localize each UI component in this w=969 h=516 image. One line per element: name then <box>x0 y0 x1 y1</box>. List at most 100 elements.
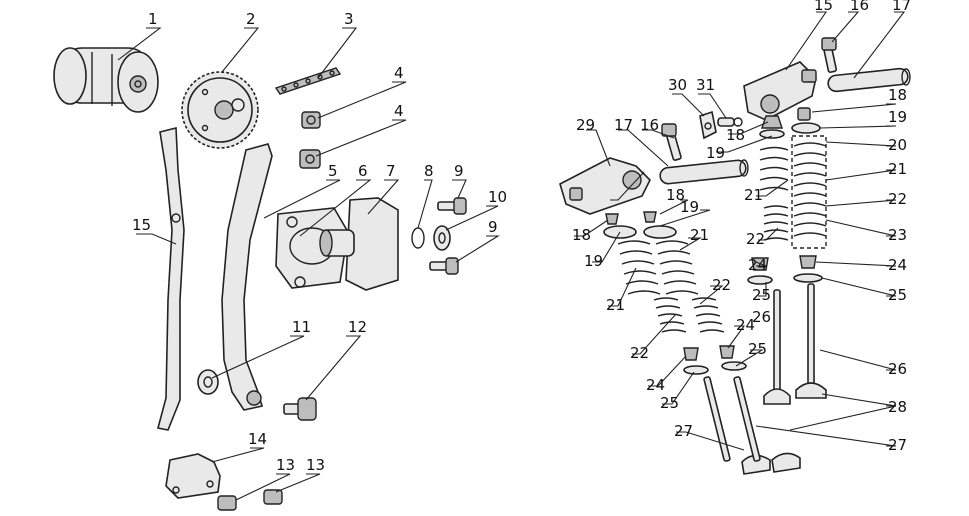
inner-spring-lower-a <box>653 297 687 333</box>
callout-r22d: 22 <box>630 344 649 362</box>
callout-4a: 4 <box>394 64 404 82</box>
callout-r21c: 21 <box>690 226 709 244</box>
callout-r19d: 19 <box>584 252 603 270</box>
callout-11: 11 <box>292 318 311 336</box>
inner-spring-mid <box>763 205 789 241</box>
guide-plate <box>165 453 221 499</box>
o-ring <box>411 227 425 249</box>
rocker-pin <box>717 117 743 127</box>
valve-right-b <box>795 283 827 399</box>
cam-sprocket <box>181 71 259 149</box>
callout-r26a: 26 <box>752 308 771 326</box>
callout-r31: 31 <box>696 76 715 94</box>
callout-r18a: 18 <box>888 86 907 104</box>
callout-2: 2 <box>246 10 256 28</box>
tensioner-body <box>319 197 399 291</box>
callout-4b: 4 <box>394 102 404 120</box>
plate-bolt-b <box>263 489 283 505</box>
valve-keeper-lower-a <box>605 213 619 225</box>
callout-r18b: 18 <box>726 126 745 144</box>
callout-3: 3 <box>344 10 354 28</box>
bolt-4b <box>299 149 321 169</box>
outer-spring-lower-a <box>617 240 661 295</box>
callout-r28: 28 <box>888 398 907 416</box>
callout-5: 5 <box>328 162 338 180</box>
callout-r26b: 26 <box>888 360 907 378</box>
callout-r25c: 25 <box>748 340 767 358</box>
spring-retainer-upper-mid <box>759 129 785 139</box>
rocker-shaft-middle <box>659 159 749 185</box>
rocker-bolt-upper <box>821 37 838 73</box>
callout-r17b: 17 <box>614 116 633 134</box>
rocker-arm-lower <box>559 157 651 215</box>
pivot-bolt <box>283 397 317 421</box>
right-leader-lines <box>574 11 906 451</box>
outer-spring-lower-b <box>655 240 699 295</box>
callout-r17: 17 <box>892 0 911 14</box>
callout-r27a: 27 <box>674 422 693 440</box>
valve-lower-b <box>733 376 801 473</box>
tensioner-bolt-upper <box>437 197 467 215</box>
callout-r24d: 24 <box>736 316 755 334</box>
valve-lower-a <box>703 376 771 475</box>
callout-15-left: 15 <box>132 216 151 234</box>
callout-8: 8 <box>424 162 434 180</box>
callout-13b: 13 <box>306 456 325 474</box>
rocker-shaft-upper <box>827 67 911 93</box>
callout-13a: 13 <box>276 456 295 474</box>
valve-seal-lower-b <box>719 345 747 371</box>
callout-12: 12 <box>348 318 367 336</box>
timing-chain <box>274 67 342 95</box>
callout-r18d: 18 <box>572 226 591 244</box>
callout-7: 7 <box>386 162 396 180</box>
callout-r30: 30 <box>668 76 687 94</box>
callout-r24c: 24 <box>646 376 665 394</box>
chain-guide-left <box>157 126 185 431</box>
inner-spring-lower-b <box>691 297 725 333</box>
outer-spring-right <box>793 142 827 237</box>
outer-spring-mid <box>759 146 789 191</box>
valve-right-a <box>763 289 791 405</box>
callout-r25d: 25 <box>660 394 679 412</box>
callout-r23: 23 <box>888 226 907 244</box>
callout-r19b: 19 <box>706 144 725 162</box>
callout-r15: 15 <box>814 0 833 14</box>
valve-keeper-lower-b <box>643 211 657 223</box>
callout-10: 10 <box>488 188 507 206</box>
spring-box <box>791 135 827 249</box>
callout-r21b: 21 <box>744 186 763 204</box>
rocker-plate <box>699 110 717 140</box>
callout-r21a: 21 <box>888 160 907 178</box>
callout-r19a: 19 <box>888 108 907 126</box>
callout-r24a: 24 <box>748 256 767 274</box>
valve-keeper-upper-mid <box>761 115 783 129</box>
callout-r21d: 21 <box>606 296 625 314</box>
spring-retainer-upper-right <box>791 122 821 134</box>
callout-labels: 1 2 3 4 4 5 6 7 8 9 10 9 15 11 12 14 13 … <box>132 0 911 474</box>
chain-tensioner-guide <box>221 143 273 411</box>
tensioner-bolt-lower <box>429 257 459 275</box>
plate-bolt-a <box>217 495 237 511</box>
valve-seal-lower-a <box>683 347 709 375</box>
callout-r22c: 22 <box>712 276 731 294</box>
rocker-arm-upper <box>743 61 817 121</box>
spring-retainer-lower-b <box>643 225 677 239</box>
valve-seal-right-b <box>793 255 823 283</box>
callout-9b: 9 <box>488 218 498 236</box>
callout-r25b: 25 <box>888 286 907 304</box>
callout-r22b: 22 <box>746 230 765 248</box>
callout-r18c: 18 <box>666 186 685 204</box>
callout-r22a: 22 <box>888 190 907 208</box>
tensioner-gasket <box>275 207 349 289</box>
callout-r27b: 27 <box>888 436 907 454</box>
callout-1: 1 <box>148 10 158 28</box>
callout-r16: 16 <box>850 0 869 14</box>
guide-washer <box>197 369 219 395</box>
callout-r19c: 19 <box>680 198 699 216</box>
callout-r25a: 25 <box>752 286 771 304</box>
callout-r20: 20 <box>888 136 907 154</box>
left-leader-lines <box>117 27 500 501</box>
camshaft <box>53 47 159 113</box>
